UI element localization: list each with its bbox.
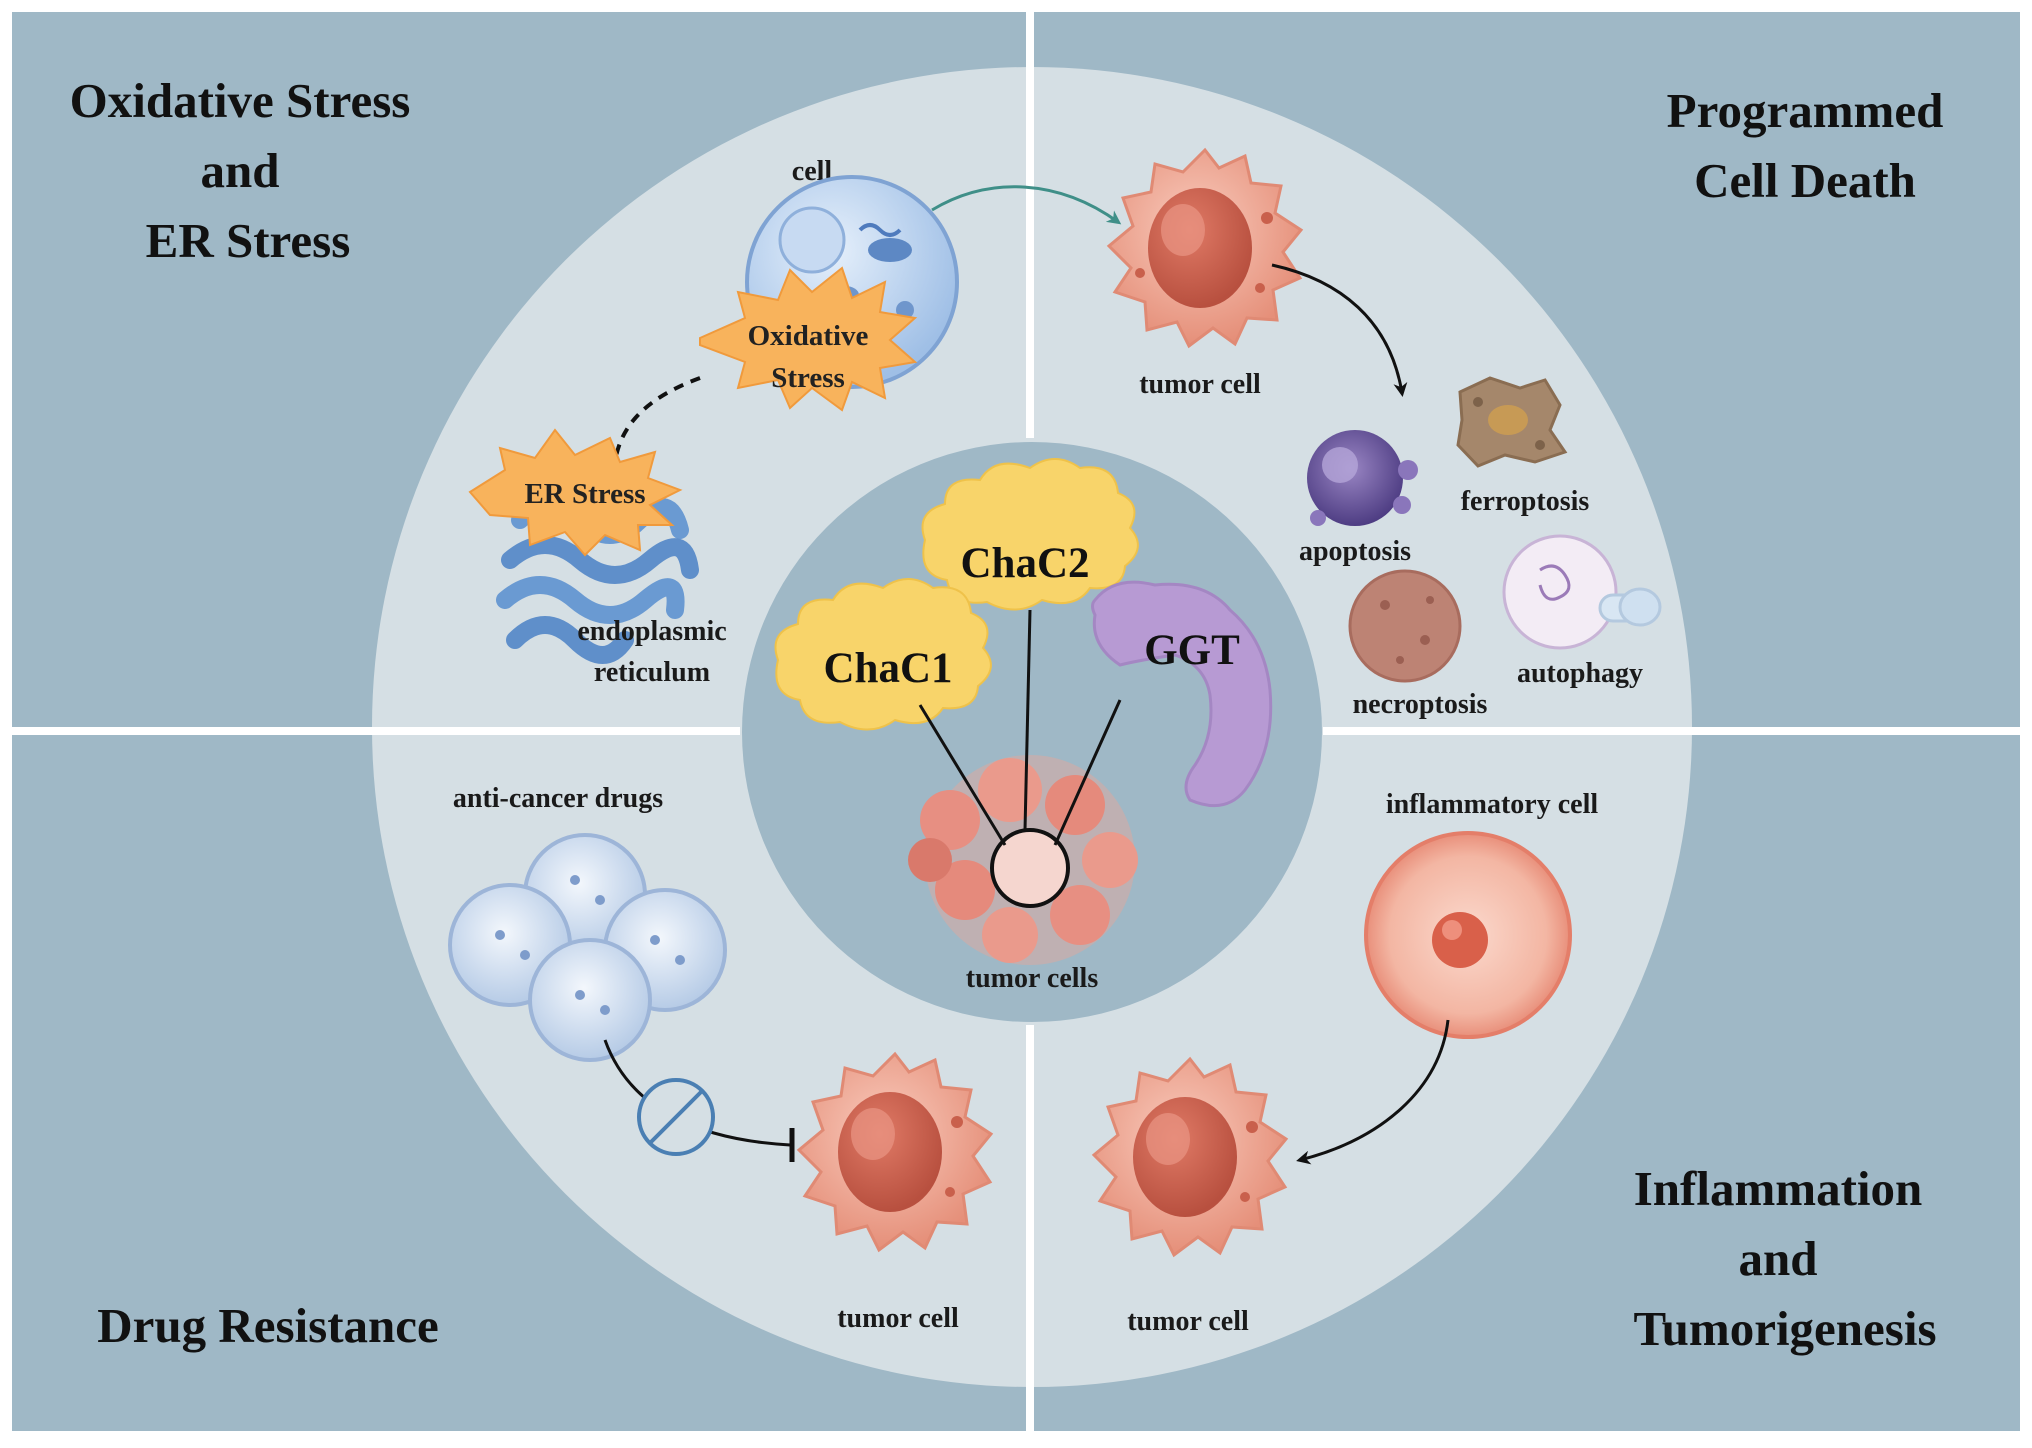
svg-text:Oxidative: Oxidative <box>748 320 869 352</box>
drug-vesicles <box>448 833 727 1062</box>
necroptosis-label: necroptosis <box>1353 689 1488 720</box>
autophagy-cell <box>1502 534 1662 650</box>
chac1-protein: ChaC1 <box>774 578 992 731</box>
ferroptosis-label: ferroptosis <box>1461 486 1590 517</box>
oxidative-stress-burst: Oxidative Stress <box>699 266 918 412</box>
autophagy-label: autophagy <box>1517 658 1643 689</box>
svg-text:and: and <box>200 143 279 198</box>
inflammatory-to-tumor-arrow <box>1296 1019 1450 1165</box>
ggt-protein: GGT <box>1091 580 1273 808</box>
svg-text:and: and <box>1738 1231 1817 1286</box>
svg-text:ER Stress: ER Stress <box>146 213 351 268</box>
tumor-cell-top <box>1106 147 1304 349</box>
prohibited-icon <box>637 1078 715 1156</box>
svg-text:Drug Resistance: Drug Resistance <box>97 1298 439 1353</box>
tumor-cell-bottom-right <box>1091 1056 1289 1258</box>
er-label-line2: reticulum <box>594 657 710 688</box>
er-stress-burst: ER Stress <box>468 428 683 557</box>
protein-connector-lines <box>918 609 1122 846</box>
tumor-cells-label: tumor cells <box>966 963 1099 994</box>
svg-text:ChaC1: ChaC1 <box>823 645 952 692</box>
chac2-protein: ChaC2 <box>921 458 1139 611</box>
inflammatory-cell <box>1364 831 1572 1039</box>
apoptosis-cell <box>1307 430 1418 526</box>
title-inflammation-tumorigenesis: Inflammation and Tumorigenesis <box>1633 1161 1936 1356</box>
ferroptosis-cell <box>1456 376 1568 468</box>
svg-text:Oxidative Stress: Oxidative Stress <box>70 73 411 128</box>
title-oxidative-er-stress: Oxidative Stress and ER Stress <box>70 73 411 268</box>
tumor-cell-top-label: tumor cell <box>1139 369 1261 400</box>
cell-to-tumor-arrow <box>931 185 1122 225</box>
title-programmed-cell-death: Programmed Cell Death <box>1667 83 1944 208</box>
svg-text:Tumorigenesis: Tumorigenesis <box>1633 1301 1936 1356</box>
inflammatory-cell-label: inflammatory cell <box>1386 789 1598 820</box>
tumor-cells-cluster <box>908 755 1138 965</box>
tumor-cell-bottom-left <box>796 1051 994 1253</box>
svg-text:Cell Death: Cell Death <box>1694 153 1916 208</box>
title-drug-resistance: Drug Resistance <box>97 1298 439 1353</box>
svg-text:Programmed: Programmed <box>1667 83 1944 138</box>
tumor-to-death-arrow <box>1271 263 1408 397</box>
tumor-cell-bottom-right-label: tumor cell <box>1127 1306 1249 1337</box>
svg-text:Inflammation: Inflammation <box>1634 1161 1923 1216</box>
oxidative-er-dashed-link <box>613 376 701 463</box>
svg-text:GGT: GGT <box>1144 627 1240 674</box>
svg-text:Stress: Stress <box>771 362 845 394</box>
apoptosis-label: apoptosis <box>1299 536 1411 567</box>
tumor-cell-bottom-left-label: tumor cell <box>837 1303 959 1334</box>
anti-cancer-drugs-label: anti-cancer drugs <box>453 783 663 814</box>
er-label-line1: endoplasmic <box>577 616 726 647</box>
svg-text:ER Stress: ER Stress <box>524 478 645 510</box>
svg-text:ChaC2: ChaC2 <box>960 540 1089 587</box>
necroptosis-cell <box>1348 569 1462 683</box>
